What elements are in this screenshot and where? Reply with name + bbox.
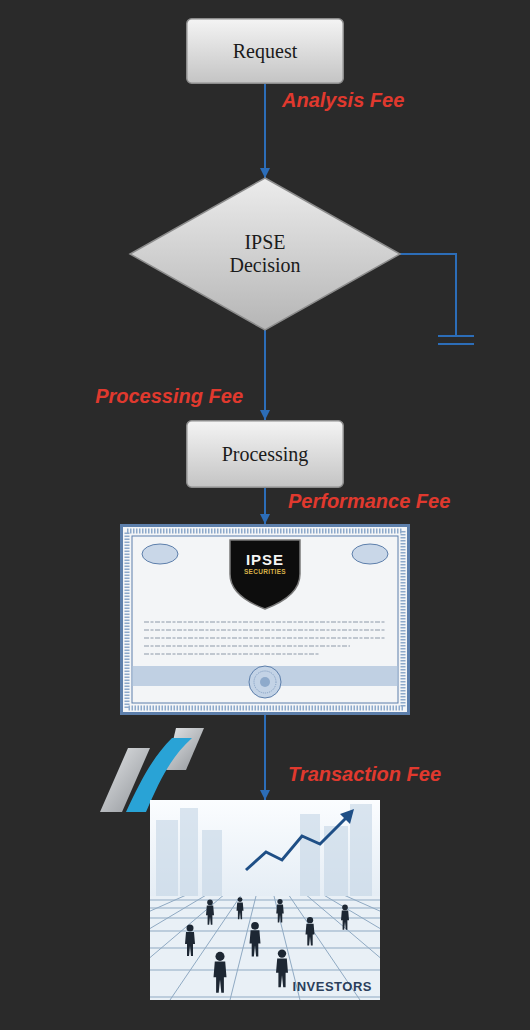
sky — [150, 800, 380, 1000]
box-shape — [187, 19, 344, 84]
building — [350, 804, 372, 900]
investors-illustration — [150, 800, 380, 1000]
flow-arrow — [264, 84, 266, 178]
node-label: IPSE Decision — [215, 231, 315, 277]
fee-label: Analysis Fee — [282, 88, 404, 112]
skyline — [156, 804, 372, 900]
ground-symbol — [438, 343, 474, 345]
investors-node: INVESTORS — [150, 800, 380, 1000]
investor-figure — [341, 905, 349, 930]
investor-figures — [185, 897, 349, 993]
certificate-frame — [122, 526, 409, 714]
grid-line — [150, 997, 380, 998]
fine-print-line — [144, 638, 386, 639]
fine-print-line — [144, 654, 320, 655]
process-box: Request — [186, 18, 344, 84]
investor-figure — [214, 952, 227, 993]
building — [300, 814, 320, 900]
fine-print-line — [144, 622, 386, 623]
floor-grid — [150, 896, 380, 1000]
node-label: SECURITIES — [244, 568, 286, 576]
investor-figure — [237, 897, 244, 919]
node-label: Request — [233, 39, 297, 63]
logo-shield — [230, 540, 300, 609]
decision-diamond: IPSE Decision — [130, 178, 400, 330]
exchange-logo — [100, 728, 204, 812]
process-box: Processing — [186, 420, 344, 488]
certificate-fine-print — [144, 622, 386, 654]
ground-wire — [400, 254, 474, 344]
node-label: INVESTORS — [293, 979, 372, 995]
investor-figure — [250, 922, 261, 957]
grid-line — [150, 931, 380, 932]
grid-line — [150, 970, 380, 971]
ground-symbol — [438, 335, 474, 337]
grid-line — [150, 948, 380, 949]
floor — [150, 896, 380, 1000]
fee-label: Performance Fee — [288, 489, 450, 513]
certificate-seal — [249, 666, 281, 698]
investor-figure — [276, 949, 288, 987]
ground-wire — [400, 254, 456, 336]
certificate-seal — [260, 677, 270, 687]
certificate-ornament — [142, 544, 178, 564]
growth-arrow — [340, 809, 354, 824]
fine-print-line — [144, 646, 350, 647]
certificate-border — [132, 536, 398, 703]
fee-label: Processing Fee — [95, 384, 243, 408]
certificate-node: IPSESECURITIES — [120, 524, 410, 715]
building — [156, 820, 178, 900]
diamond-shape — [130, 178, 400, 330]
flow-arrow — [264, 715, 266, 800]
certificate-border — [127, 531, 403, 708]
fine-print-line — [144, 630, 386, 631]
building — [180, 808, 198, 900]
fee-label: Transaction Fee — [288, 762, 441, 786]
certificate-seal — [254, 671, 276, 693]
flow-arrow — [264, 488, 266, 524]
node-label: IPSE — [246, 552, 284, 568]
node-label: Processing — [222, 442, 309, 466]
flow-arrow — [264, 330, 266, 420]
investor-figure — [185, 925, 195, 957]
growth-arrow — [246, 816, 348, 870]
investor-figure — [306, 917, 315, 945]
box-shape — [187, 421, 344, 488]
building — [202, 830, 222, 900]
investor-figure — [206, 900, 214, 925]
investor-figure — [276, 899, 284, 923]
grid-line — [150, 900, 380, 901]
certificate-ornament — [352, 544, 388, 564]
